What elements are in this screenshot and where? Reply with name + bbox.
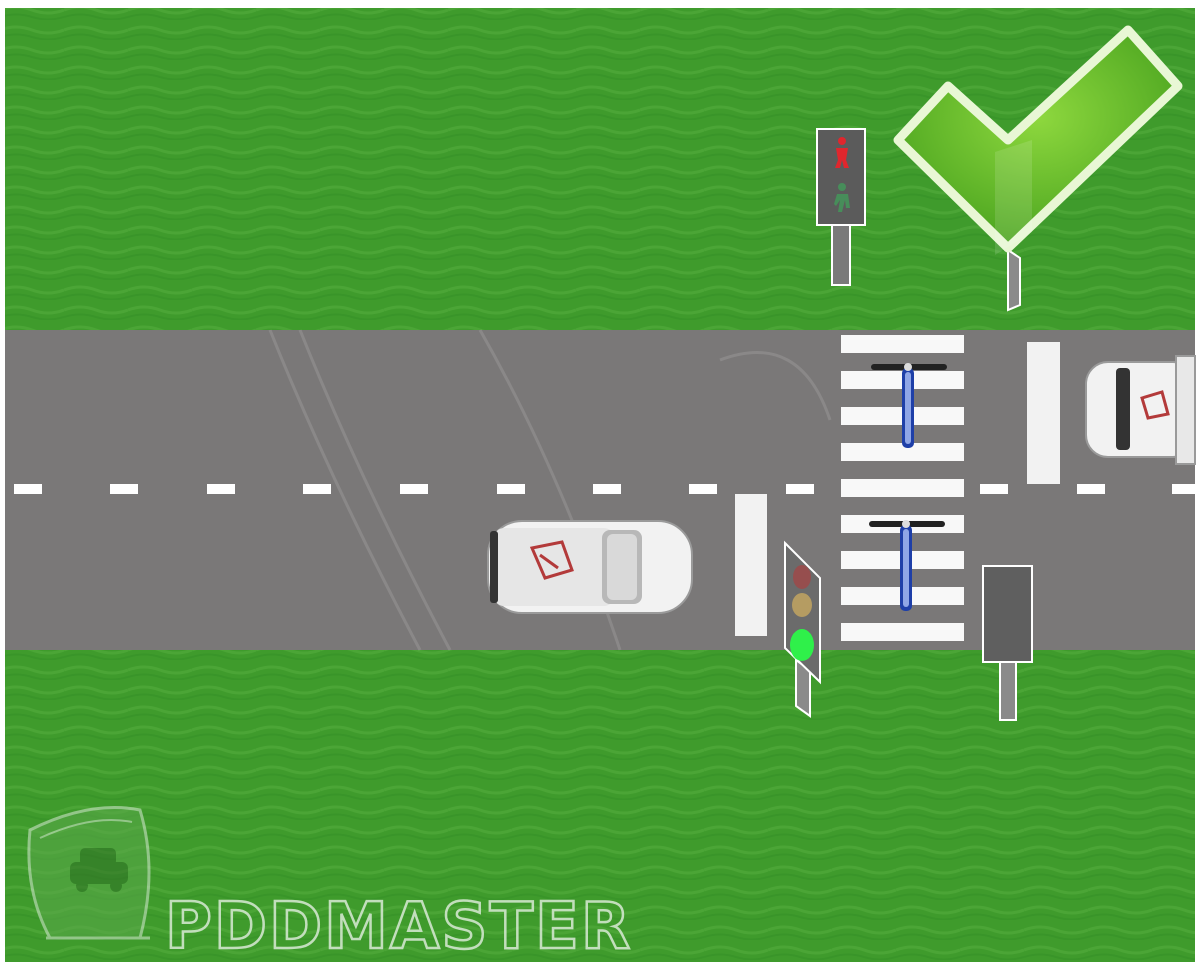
pddmaster-logo — [29, 808, 150, 939]
white-truck — [1086, 356, 1195, 464]
traffic-light-red-icon — [793, 565, 811, 589]
stop-line-left — [1027, 342, 1060, 484]
traffic-light-green-icon — [790, 629, 814, 661]
watermark-text: PDDMASTER — [165, 890, 632, 964]
stop-line-right — [735, 494, 767, 636]
sign-post-top — [1008, 250, 1020, 310]
white-car — [488, 521, 692, 613]
traffic-light-yellow-icon — [792, 593, 812, 617]
